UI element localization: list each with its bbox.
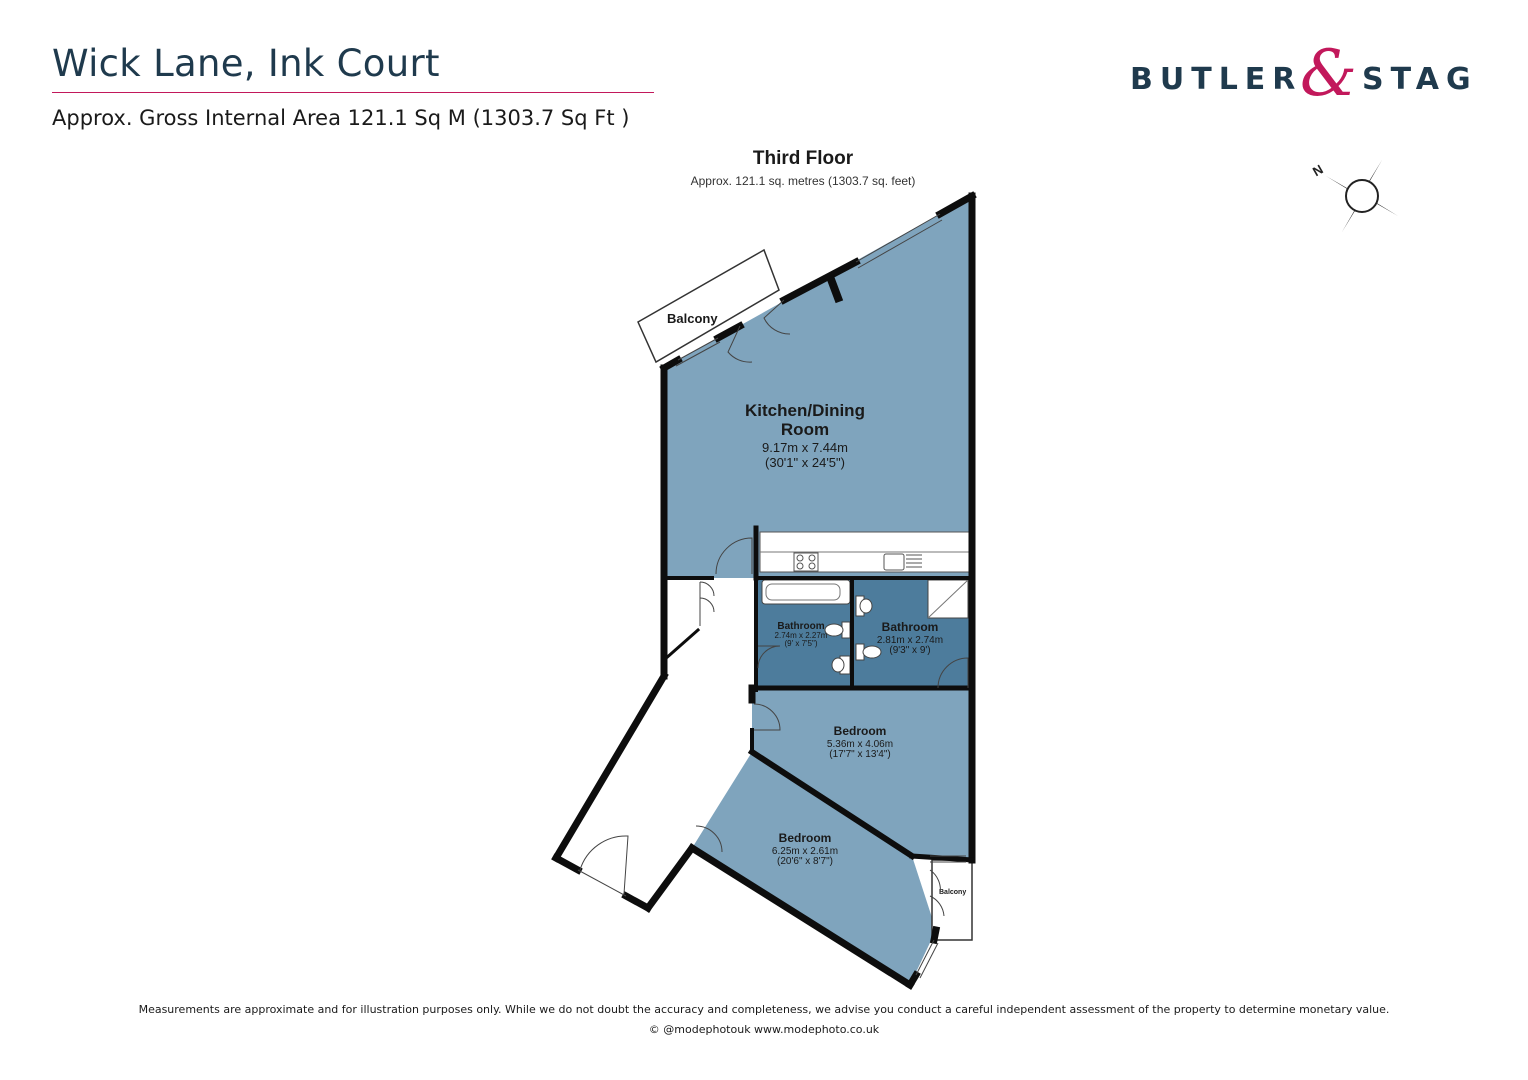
floor-title: Third Floor xyxy=(752,148,854,169)
kitchen-dim-ft: (30'1" x 24'5") xyxy=(765,455,845,470)
toilet-icon-2 xyxy=(855,643,882,661)
bathroom-2-door-icon xyxy=(937,657,969,689)
balcony-main-label: Balcony xyxy=(667,311,718,326)
gross-area-subtitle: Approx. Gross Internal Area 121.1 Sq M (… xyxy=(52,106,630,130)
balcony-small xyxy=(931,859,973,941)
bathroom-2-dim-ft: (9'3" x 9') xyxy=(889,645,930,656)
kitchen-dining-room xyxy=(664,196,972,578)
bedroom-1-dim-m: 5.36m x 4.06m xyxy=(827,739,893,750)
bedroom-2-dim-m: 6.25m x 2.61m xyxy=(772,846,838,857)
sink-icon xyxy=(883,553,922,571)
floor-area: Approx. 121.1 sq. metres (1303.7 sq. fee… xyxy=(690,174,916,188)
bathroom-2-dim-m: 2.81m x 2.74m xyxy=(877,635,943,646)
photo-credit: © @modephotouk www.modephoto.co.uk xyxy=(648,1023,880,1036)
bathroom-1-door-icon xyxy=(757,645,781,669)
bedroom-1-label: Bedroom xyxy=(834,724,887,738)
hallway xyxy=(556,578,756,908)
compass-label: N xyxy=(1310,162,1326,180)
kitchen-label-line1: Kitchen/Dining xyxy=(745,401,865,420)
kitchen-label-line2: Room xyxy=(781,420,829,439)
page-title: Wick Lane, Ink Court xyxy=(52,42,440,85)
compass-north-icon: N xyxy=(1310,160,1398,232)
balcony-main xyxy=(637,248,780,364)
bathroom-1-dim-ft: (9' x 7'5") xyxy=(784,639,817,648)
basin-icon xyxy=(831,655,851,675)
logo-word-left: BUTLER xyxy=(1130,62,1303,97)
bedroom-1-dim-ft: (17'7" x 13'4") xyxy=(829,749,891,760)
disclaimer: Measurements are approximate and for ill… xyxy=(138,1003,1390,1016)
hob-icon xyxy=(793,552,819,572)
bathtub-icon xyxy=(761,579,851,605)
bedroom-1 xyxy=(752,690,972,860)
balcony-door-left xyxy=(727,325,753,363)
brand-logo[interactable]: BUTLER & STAG xyxy=(1128,42,1478,112)
door-swings xyxy=(579,299,969,917)
cupboard-door-icon xyxy=(699,581,715,613)
shower-tray-icon xyxy=(927,579,969,619)
bedroom-2 xyxy=(692,754,936,985)
bedroom-2-label: Bedroom xyxy=(779,831,832,845)
balcony-small-label: Balcony xyxy=(939,889,966,896)
kitchen-dim-m: 9.17m x 7.44m xyxy=(762,440,848,455)
bathroom-1-label: Bathroom xyxy=(777,621,824,632)
bedroom-1-door-icon xyxy=(753,703,781,731)
entrance-door-icon xyxy=(579,835,629,895)
bathroom-2-label: Bathroom xyxy=(882,620,939,634)
small-balcony-door-icon xyxy=(929,869,945,917)
basin-icon-2 xyxy=(855,595,873,617)
bedroom-2-door-icon xyxy=(695,825,723,853)
kitchen-door-icon xyxy=(715,537,753,575)
windows xyxy=(577,213,966,979)
title-underline xyxy=(52,92,654,93)
walls xyxy=(551,191,977,990)
bathroom-1-dim-m: 2.74m x 2.27m xyxy=(775,631,828,640)
logo-word-right: STAG xyxy=(1362,62,1478,97)
balcony-door-right xyxy=(763,299,791,335)
logo-ampersand: & xyxy=(1300,37,1357,111)
bedroom-2-dim-ft: (20'6" x 8'7") xyxy=(777,856,833,867)
